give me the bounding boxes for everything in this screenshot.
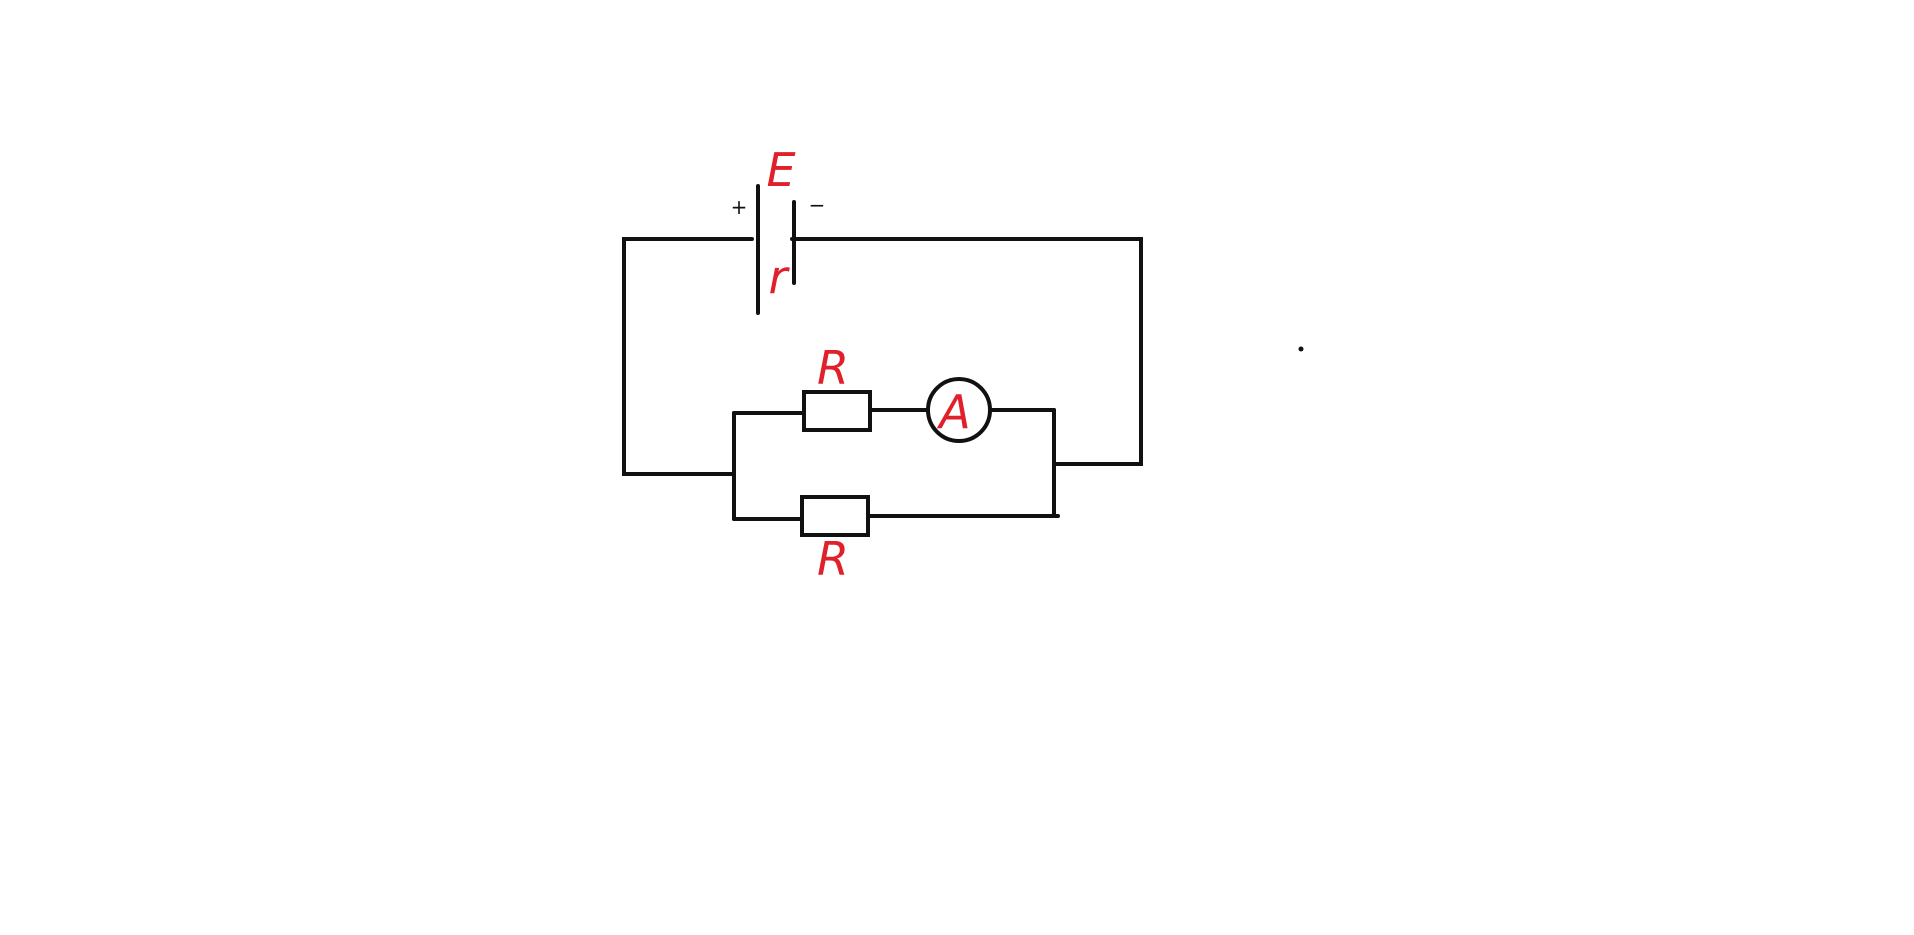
wire-left-battery-to-junction: [622, 237, 754, 476]
top-resistor: [802, 390, 872, 432]
wire-right-battery-to-junction: [790, 237, 1143, 466]
ammeter-label: A: [936, 385, 970, 439]
battery-positive-sign: +: [731, 195, 748, 219]
top-branch: R A: [732, 341, 1056, 443]
battery-negative-sign: −: [809, 193, 826, 217]
emf-label: E: [766, 143, 795, 197]
internal-resistance-label: r: [769, 250, 791, 304]
bottom-branch: R: [732, 495, 1060, 586]
bottom-resistor-label: R: [817, 532, 849, 586]
parallel-junctions: [732, 408, 1056, 521]
top-resistor-label: R: [817, 341, 849, 395]
bottom-resistor: [800, 495, 870, 537]
outer-loop-wires: [622, 237, 1143, 476]
stray-dot: [1298, 346, 1304, 352]
battery-symbol: + − E r: [731, 143, 826, 315]
